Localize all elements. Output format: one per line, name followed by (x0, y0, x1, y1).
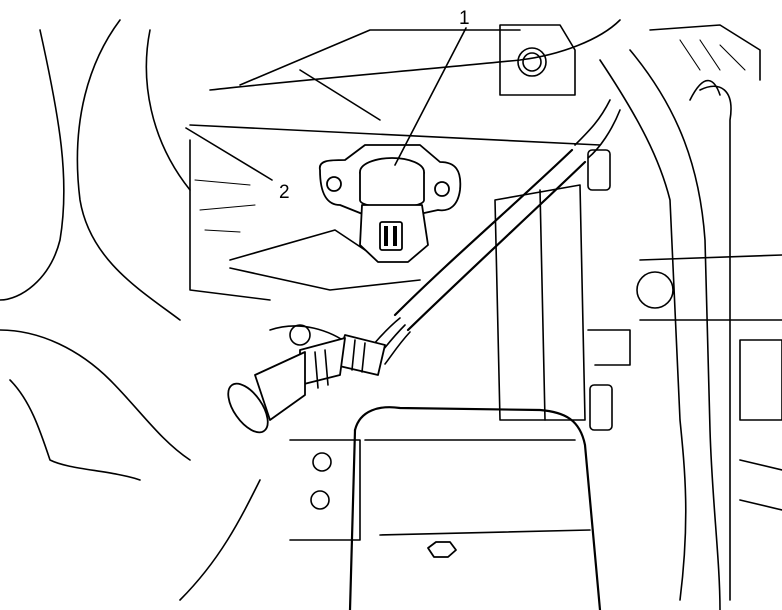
plug-end (227, 382, 269, 434)
leader-line-1 (394, 27, 467, 166)
lower-housing (348, 406, 602, 610)
background-structure (0, 19, 782, 610)
leader-lines (185, 27, 467, 181)
hex-bolt-icon (427, 541, 457, 558)
sensor-assembly (318, 144, 462, 263)
leader-line-2 (185, 127, 273, 181)
harness-and-plug (227, 99, 621, 434)
flange-bolt-right-icon (434, 181, 450, 197)
callout-1-label: 1 (459, 8, 470, 29)
callout-2-label: 2 (279, 182, 290, 203)
flange-bolt-left-icon (326, 176, 342, 192)
